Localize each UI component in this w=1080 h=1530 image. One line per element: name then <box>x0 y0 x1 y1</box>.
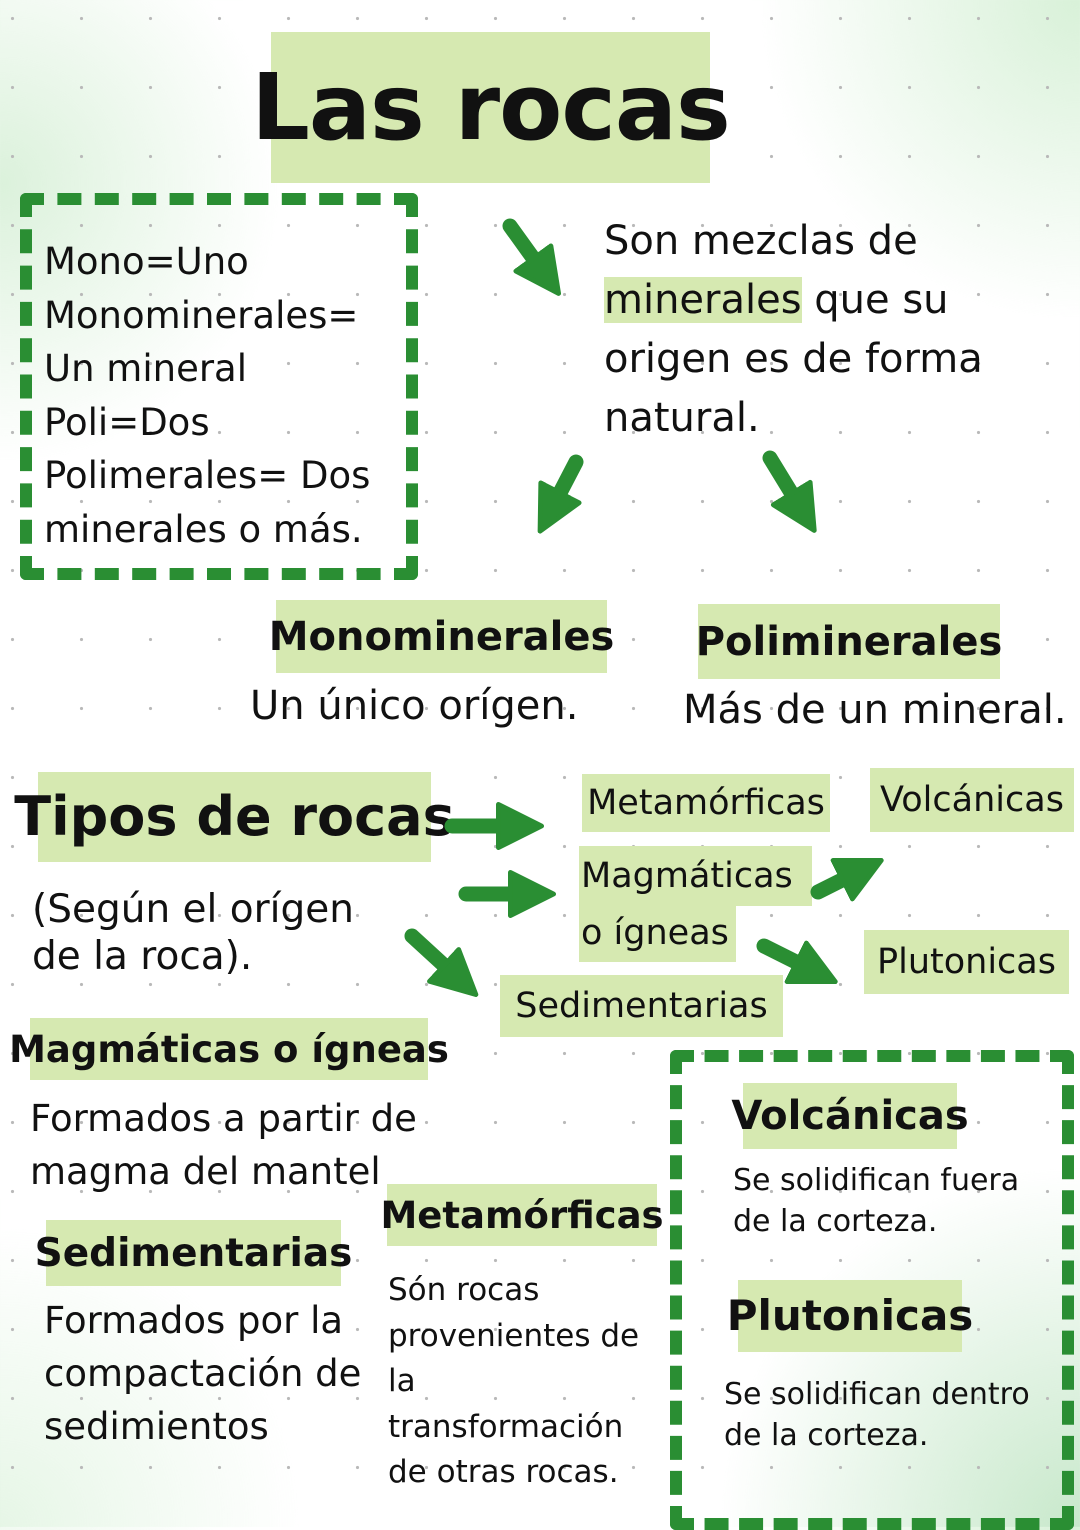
metamorficas-description: Són rocas provenientes de la transformac… <box>388 1272 640 1490</box>
poliminerales-heading: Poliminerales <box>696 604 1002 679</box>
magmaticas-heading: Magmáticas o ígneas <box>9 1018 449 1080</box>
glossary-box-border <box>20 193 418 580</box>
monominerales-heading: Monominerales <box>269 600 614 673</box>
glossary-box: Mono=Uno Monominerales= Un mineral Poli=… <box>44 235 370 556</box>
glossary-line: Un mineral <box>44 347 247 390</box>
tag-magmaticas: Magmáticas <box>579 846 812 906</box>
arrow-down-right-icon <box>404 928 479 997</box>
metamorficas-heading: Metamórficas <box>380 1184 664 1246</box>
arrow-down-right-icon <box>502 218 562 296</box>
arrow-down-right-icon <box>756 938 838 985</box>
plutonicas-heading: Plutonicas <box>727 1280 973 1352</box>
highlighted-word: minerales <box>604 277 802 323</box>
glossary-line: Polimerales= Dos <box>44 454 371 497</box>
tag-plutonicas: Plutonicas <box>864 930 1069 994</box>
glossary-line: Poli=Dos <box>44 400 210 444</box>
types-heading: Tipos de rocas <box>14 772 455 862</box>
tag-metamorficas: Metamórficas <box>582 774 830 832</box>
definition-line: natural. <box>604 395 760 441</box>
volcanicas-heading: Volcánicas <box>731 1083 969 1149</box>
rock-definition: Son mezclas de minerales que su origen e… <box>604 212 983 448</box>
arrow-down-right-icon <box>762 450 817 533</box>
definition-line: minerales que su <box>604 277 949 323</box>
tag-sedimentarias: Sedimentarias <box>500 975 783 1037</box>
volcanicas-description: Se solidifican fuera de la corteza. <box>733 1163 1020 1239</box>
sedimentarias-description: Formados por la compactación de sedimien… <box>44 1299 362 1448</box>
types-note: (Según el orígen de la roca). <box>32 887 354 979</box>
plutonicas-description: Se solidifican dentro de la corteza. <box>724 1377 1030 1453</box>
tag-igneas: o ígneas <box>579 904 736 962</box>
glossary-line: Mono=Uno <box>44 240 249 283</box>
monominerales-subtitle: Un único orígen. <box>250 683 579 729</box>
definition-line: origen es de forma <box>604 336 983 382</box>
sedimentarias-heading: Sedimentarias <box>35 1220 352 1286</box>
tag-volcanicas: Volcánicas <box>870 768 1074 832</box>
arrow-up-right-icon <box>810 857 884 902</box>
definition-line: Son mezclas de <box>604 218 918 264</box>
glossary-line: Monominerales= <box>44 293 359 337</box>
magmaticas-description: Formados a partir de magma del mantel <box>30 1097 417 1193</box>
poliminerales-subtitle: Más de un mineral. <box>683 687 1067 733</box>
arrow-down-left-icon <box>537 454 584 534</box>
glossary-line: minerales o más. <box>44 507 363 551</box>
page-title: Las rocas <box>251 32 731 183</box>
